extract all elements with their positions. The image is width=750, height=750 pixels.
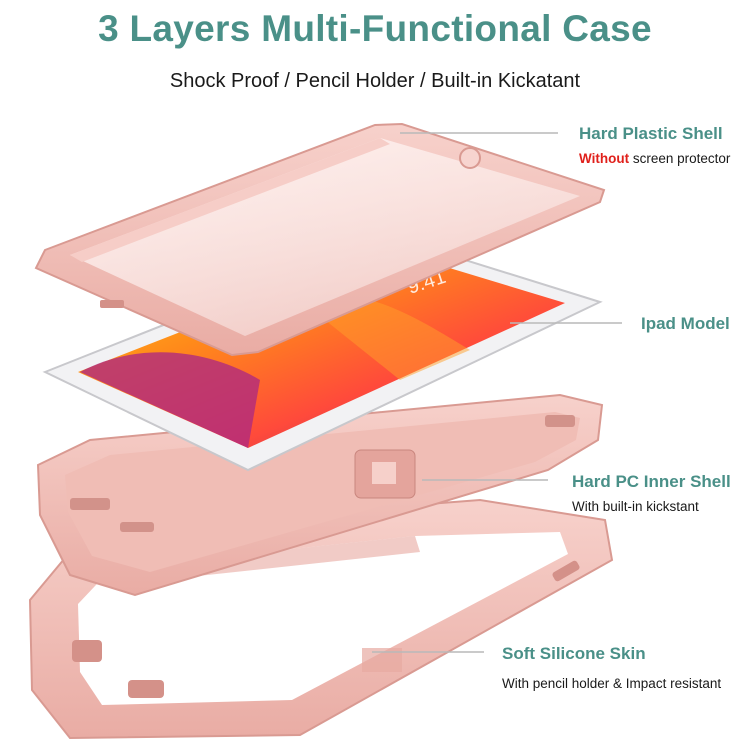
hard-plastic-shell-label: Hard Plastic Shell <box>579 124 723 143</box>
hard-plastic-shell-desc: Without screen protector <box>579 151 730 166</box>
ipad-model-label: Ipad Model <box>641 314 730 333</box>
silicone-skin-label: Soft Silicone Skin <box>502 644 646 663</box>
inner-shell-label: Hard PC Inner Shell <box>572 472 731 491</box>
inner-shell-layer <box>36 393 604 597</box>
screen-protector-text: screen protector <box>629 151 731 166</box>
inner-shell-desc: With built-in kickstant <box>572 499 699 514</box>
without-highlight: Without <box>579 151 630 166</box>
silicone-skin-desc: With pencil holder & Impact resistant <box>502 676 722 691</box>
page-subtitle: Shock Proof / Pencil Holder / Built-in K… <box>169 70 581 92</box>
page-title: 3 Layers Multi-Functional Case <box>98 8 652 49</box>
hard-plastic-shell-layer <box>34 122 606 357</box>
